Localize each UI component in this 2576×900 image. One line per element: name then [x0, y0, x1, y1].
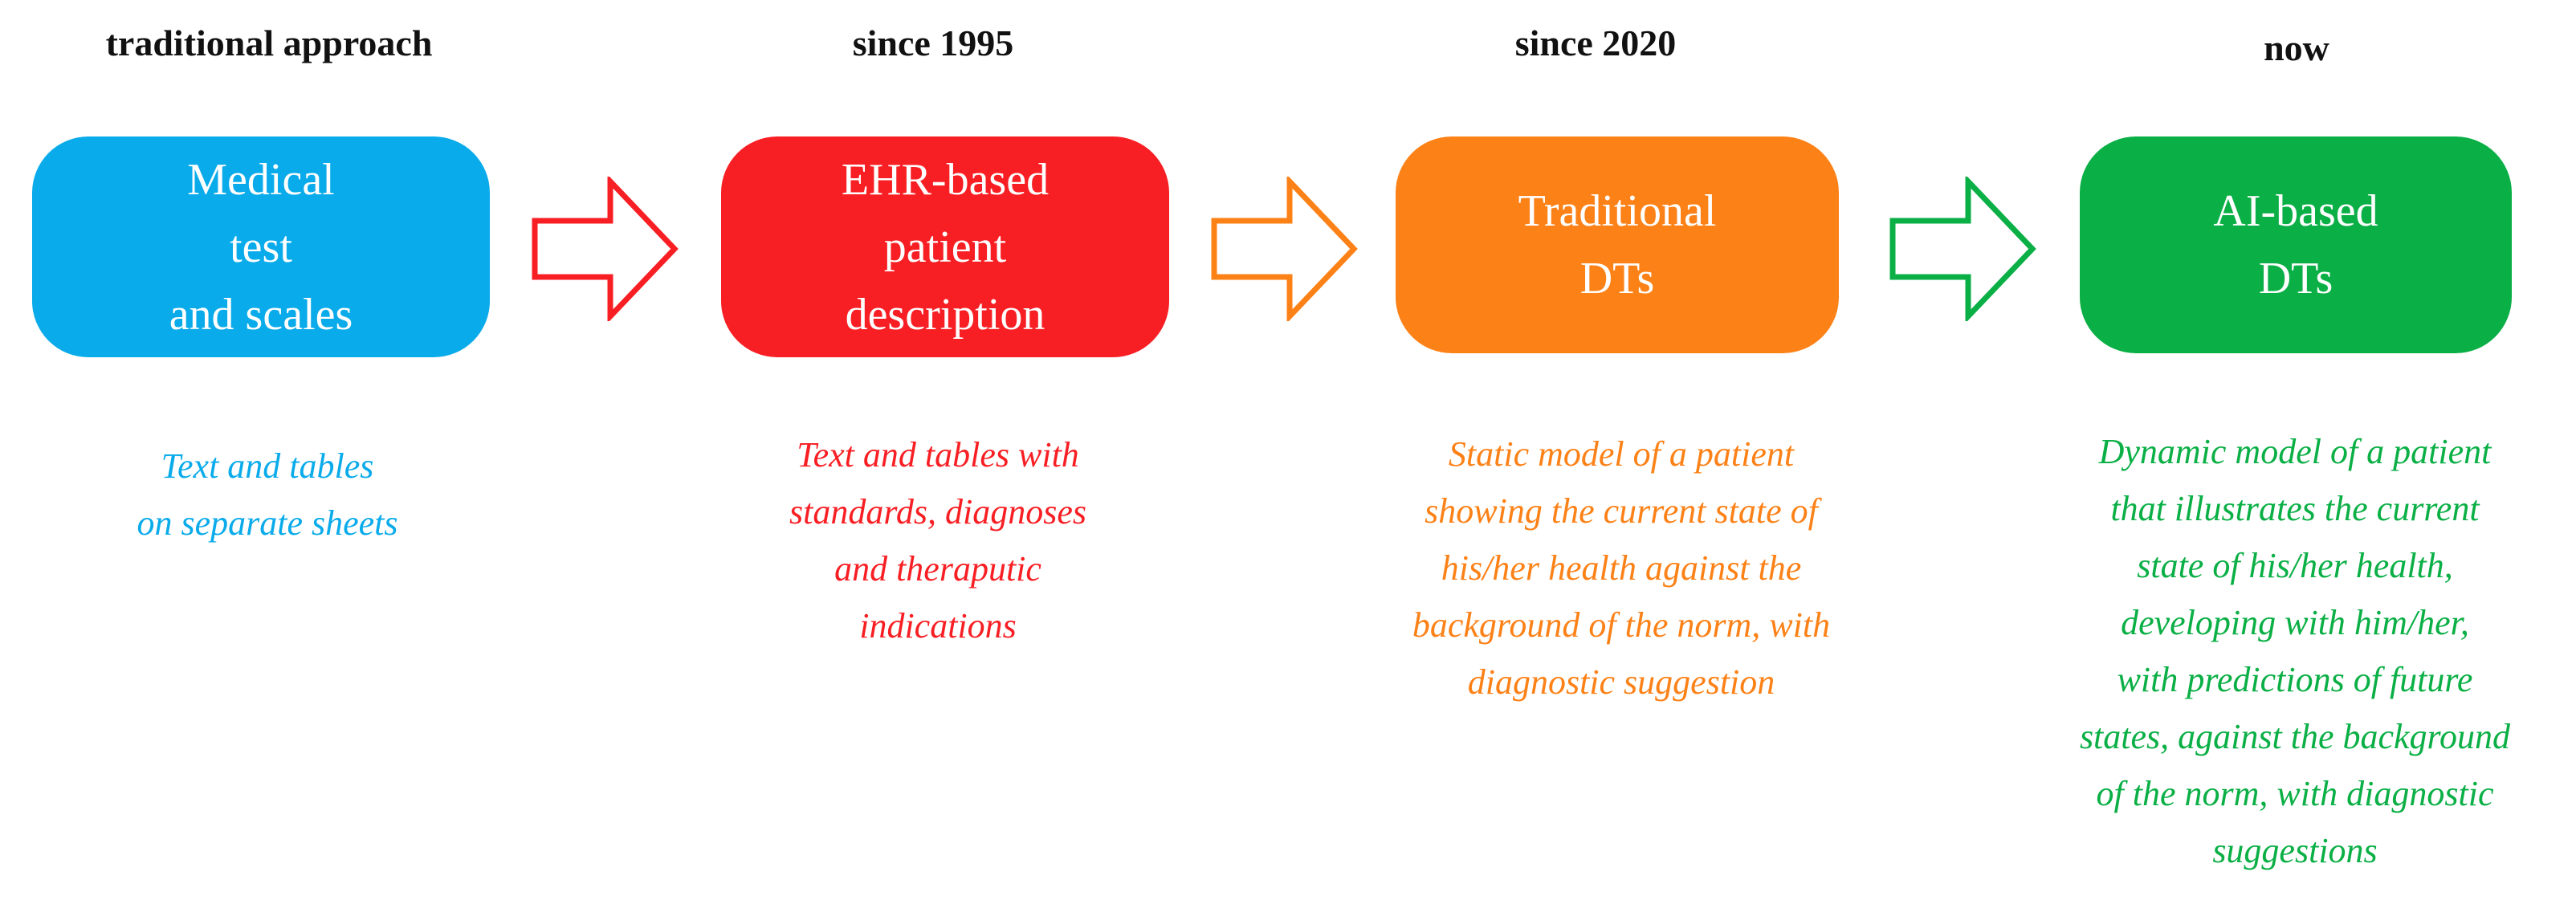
- stage-box-label: EHR-based patient description: [841, 154, 1050, 340]
- stage-box-label: Traditional DTs: [1518, 186, 1717, 303]
- right-arrow-icon: [532, 177, 679, 321]
- stage-title-traditional-approach: traditional approach: [105, 22, 433, 63]
- stage-box-traditional-dts: Traditional DTs: [1396, 136, 1839, 353]
- stage-description-now: Dynamic model of a patient that illustra…: [2079, 432, 2511, 870]
- stage-description-since-1995: Text and tables with standards, diagnose…: [789, 435, 1086, 645]
- stage-description-since-2020: Static model of a patient showing the cu…: [1412, 434, 1831, 702]
- stage-box-medical-test: Medical test and scales: [32, 136, 490, 357]
- stage-title-since-1995: since 1995: [852, 22, 1014, 63]
- stage-box-label: Medical test and scales: [169, 154, 353, 340]
- stage-box-label: AI-based DTs: [2213, 186, 2378, 303]
- stage-box-ehr-based-patient-description: EHR-based patient description: [721, 136, 1169, 357]
- stage-title-since-2020: since 2020: [1514, 22, 1677, 63]
- stage-title-now: now: [2264, 27, 2329, 68]
- right-arrow-icon: [1211, 177, 1359, 321]
- right-arrow-icon: [1889, 177, 2037, 321]
- stage-description-traditional-approach: Text and tables on separate sheets: [137, 446, 398, 543]
- stage-box-ai-based-dts: AI-based DTs: [2080, 136, 2512, 353]
